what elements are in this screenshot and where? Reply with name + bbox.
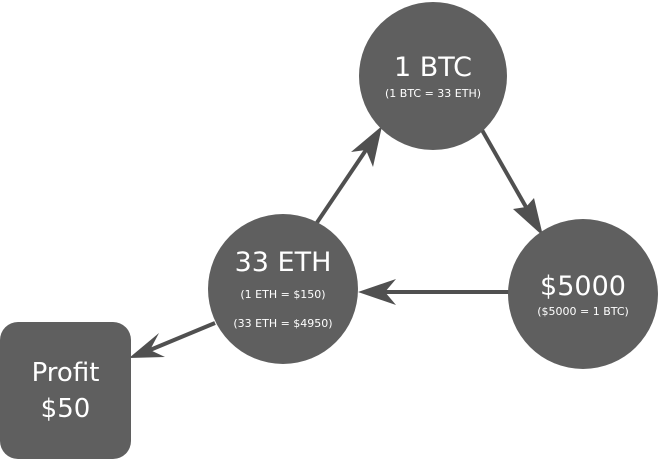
node-usd: $5000 ($5000 = 1 BTC): [508, 219, 658, 369]
arrowhead-eth-to-profit: [129, 333, 165, 358]
arrowhead-eth-to-btc: [351, 126, 382, 167]
node-btc: 1 BTC (1 BTC = 33 ETH): [359, 2, 507, 150]
node-profit-value: $50: [40, 393, 91, 424]
node-eth: 33 ETH (1 ETH = $150) (33 ETH = $4950): [208, 214, 358, 364]
edge-eth-to-profit: [149, 321, 216, 352]
edge-btc-to-usd: [480, 129, 528, 208]
arrowhead-usd-to-eth: [358, 279, 396, 305]
node-usd-title: $5000: [540, 271, 626, 302]
node-profit: Profit $50: [0, 322, 131, 459]
node-eth-title: 33 ETH: [234, 247, 332, 278]
node-eth-total: (33 ETH = $4950): [233, 317, 333, 330]
node-profit-label: Profit: [31, 357, 100, 388]
node-usd-rate: ($5000 = 1 BTC): [537, 305, 629, 318]
node-eth-rate: (1 ETH = $150): [240, 288, 326, 301]
edge-eth-to-btc: [314, 148, 368, 226]
node-btc-rate: (1 BTC = 33 ETH): [384, 86, 482, 100]
arrowhead-btc-to-usd: [513, 198, 543, 236]
node-btc-title: 1 BTC: [393, 51, 473, 83]
